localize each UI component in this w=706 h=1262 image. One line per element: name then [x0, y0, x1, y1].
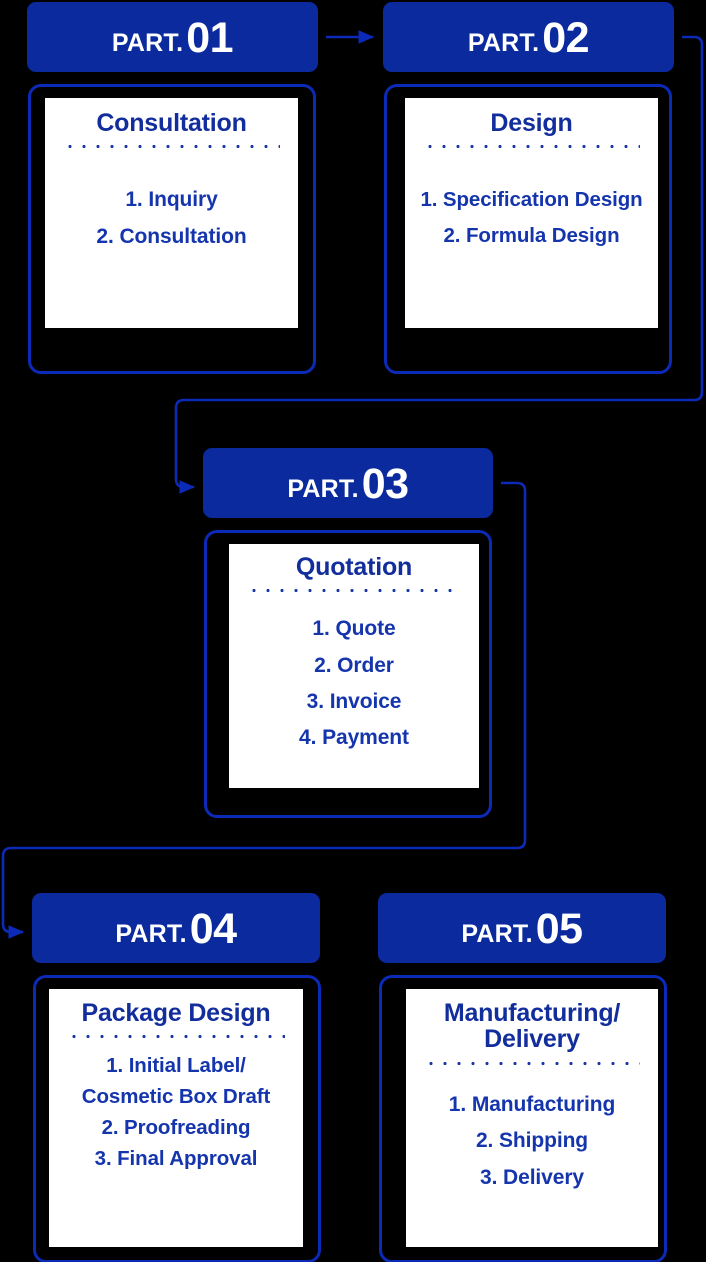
- part-label-03: PART.: [287, 474, 359, 503]
- step-list-04: 1. Initial Label/ Cosmetic Box Draft 2. …: [49, 1051, 303, 1174]
- dotted-divider-icon-03: [246, 589, 462, 593]
- step-card-04: Package Design 1. Initial Label/ Cosmeti…: [33, 975, 321, 1262]
- list-item: 2. Order: [314, 653, 394, 677]
- step-part-03[interactable]: PART. 03 Quotation 1. Quote 2. Order 3. …: [203, 448, 493, 818]
- step-part-05[interactable]: PART. 05 Manufacturing/ Delivery 1. Manu…: [378, 893, 667, 1262]
- step-panel-02: Design 1. Specification Design 2. Formul…: [405, 98, 658, 328]
- step-part-04[interactable]: PART. 04 Package Design 1. Initial Label…: [32, 893, 321, 1262]
- step-header-text-02: PART. 02: [467, 13, 590, 62]
- part-label-04: PART.: [115, 919, 187, 948]
- part-label-05: PART.: [461, 919, 533, 948]
- part-number-03: 03: [361, 459, 409, 508]
- step-panel-03: Quotation 1. Quote 2. Order 3. Invoice 4…: [229, 544, 479, 788]
- step-list-03: 1. Quote 2. Order 3. Invoice 4. Payment: [229, 611, 479, 756]
- list-item: 2. Shipping: [475, 1129, 589, 1153]
- list-item: 2. Proofreading: [101, 1115, 251, 1139]
- step-card-05: Manufacturing/ Delivery 1. Manufacturing…: [379, 975, 667, 1262]
- step-title-01: Consultation: [96, 109, 247, 137]
- step-header-01: PART. 01: [27, 2, 318, 72]
- list-item: 1. Initial Label/ Cosmetic Box Draft: [81, 1054, 271, 1108]
- step-header-05: PART. 05: [378, 893, 666, 963]
- dotted-divider-icon-01: [62, 145, 281, 149]
- step-header-text-01: PART. 01: [111, 13, 234, 62]
- part-number-02: 02: [542, 13, 590, 62]
- step-header-text-04: PART. 04: [115, 904, 237, 953]
- step-part-01[interactable]: PART. 01 Consultation 1. Inquiry 2. Cons…: [27, 2, 318, 374]
- list-item: 1. Specification Design: [420, 188, 643, 212]
- step-part-02[interactable]: PART. 02 Design 1. Specification Design …: [383, 2, 674, 374]
- list-item: 1. Quote: [312, 617, 396, 641]
- step-header-text-05: PART. 05: [461, 904, 583, 953]
- list-item: 2. Formula Design: [443, 223, 620, 247]
- step-list-05: 1. Manufacturing 2. Shipping 3. Delivery: [406, 1087, 658, 1197]
- step-title-02: Design: [490, 109, 573, 137]
- list-item: 3. Invoice: [306, 689, 402, 713]
- part-number-04: 04: [189, 904, 237, 953]
- step-list-02: 1. Specification Design 2. Formula Desig…: [405, 182, 658, 253]
- dotted-divider-icon-05: [423, 1061, 641, 1065]
- part-label-01: PART.: [111, 28, 184, 57]
- step-title-05: Manufacturing/ Delivery: [443, 999, 621, 1054]
- step-panel-01: Consultation 1. Inquiry 2. Consultation: [45, 98, 298, 328]
- step-list-01: 1. Inquiry 2. Consultation: [45, 182, 298, 255]
- list-item: 3. Final Approval: [94, 1146, 258, 1170]
- part-number-05: 05: [535, 904, 583, 953]
- step-card-02: Design 1. Specification Design 2. Formul…: [384, 84, 672, 374]
- step-title-04: Package Design: [81, 999, 271, 1027]
- list-item: 1. Inquiry: [125, 188, 218, 212]
- part-label-02: PART.: [467, 28, 540, 57]
- step-card-03: Quotation 1. Quote 2. Order 3. Invoice 4…: [204, 530, 492, 818]
- step-header-03: PART. 03: [203, 448, 493, 518]
- step-header-04: PART. 04: [32, 893, 320, 963]
- step-panel-05: Manufacturing/ Delivery 1. Manufacturing…: [406, 989, 658, 1247]
- step-header-02: PART. 02: [383, 2, 674, 72]
- step-panel-04: Package Design 1. Initial Label/ Cosmeti…: [49, 989, 303, 1247]
- list-item: 1. Manufacturing: [448, 1092, 616, 1116]
- list-item: 4. Payment: [299, 726, 409, 750]
- step-card-01: Consultation 1. Inquiry 2. Consultation: [28, 84, 316, 374]
- dotted-divider-icon-04: [66, 1035, 286, 1039]
- part-number-01: 01: [186, 13, 234, 62]
- step-header-text-03: PART. 03: [287, 459, 409, 508]
- dotted-divider-icon-02: [422, 145, 641, 149]
- list-item: 3. Delivery: [480, 1166, 584, 1189]
- step-title-03: Quotation: [295, 553, 413, 581]
- list-item: 2. Consultation: [96, 224, 247, 248]
